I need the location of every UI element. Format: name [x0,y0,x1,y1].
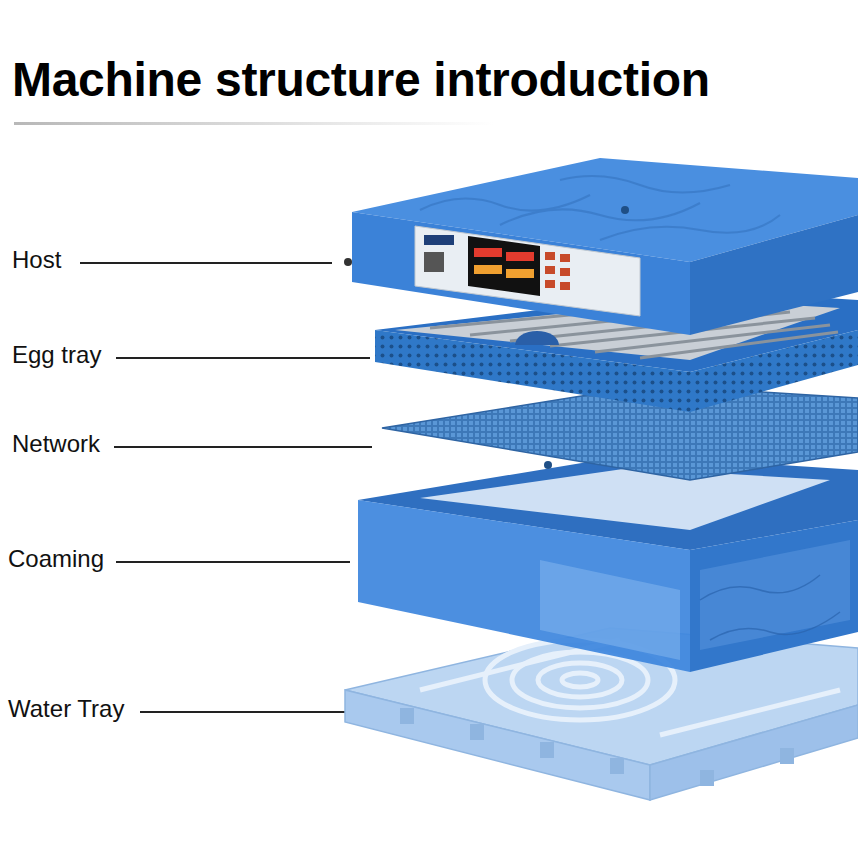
page-title: Machine structure introduction [12,52,710,107]
part-label: Network [12,430,100,458]
leader-lines [80,263,372,712]
part-label: Host [12,246,61,274]
part-label: Coaming [8,545,104,573]
part-label: Water Tray [8,695,124,723]
host-lid [344,158,858,335]
coaming [358,455,858,672]
title-rule [14,122,494,125]
water-tray [345,628,858,800]
part-label: Egg tray [12,341,101,369]
